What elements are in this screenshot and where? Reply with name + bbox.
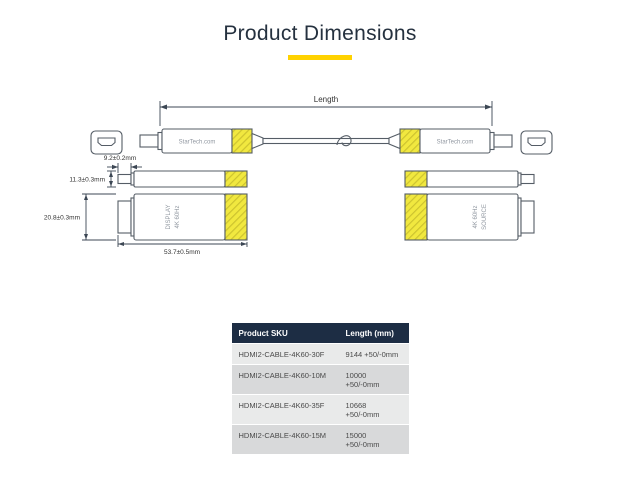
arrow-down-icon bbox=[109, 181, 113, 187]
sku-cell: HDMI2-CABLE-4K60-10M bbox=[238, 371, 327, 380]
tip-length-label: 9.2±0.2mm bbox=[104, 155, 136, 162]
left-yellow-band bbox=[231, 128, 253, 154]
table-row: HDMI2-CABLE-4K60-10M 10000 +50/-0mm bbox=[231, 365, 409, 394]
dimensions-diagram: Length StarTech.com StarTech.com bbox=[44, 95, 553, 256]
hdmi-port-icon bbox=[527, 137, 546, 147]
length-label: Length bbox=[314, 95, 338, 104]
right-side-profile bbox=[404, 170, 535, 188]
right-strain-relief bbox=[388, 132, 401, 150]
left-top-view bbox=[117, 193, 248, 241]
body-height-label: 11.3±0.3mm bbox=[69, 177, 105, 184]
arrow-left-icon bbox=[131, 164, 137, 170]
arrow-right-icon bbox=[485, 104, 492, 110]
yellow-band bbox=[224, 193, 248, 241]
yellow-band bbox=[404, 193, 428, 241]
sku-cell: HDMI2-CABLE-4K60-30F bbox=[238, 350, 325, 359]
table-row: HDMI2-CABLE-4K60-15M 15000 +50/-0mm bbox=[231, 425, 409, 454]
right-top-view bbox=[404, 193, 535, 241]
length-cell: 9144 +50/-0mm bbox=[345, 350, 399, 359]
hdmi-port-icon bbox=[97, 137, 116, 147]
table-row: HDMI2-CABLE-4K60-30F 9144 +50/-0mm bbox=[231, 344, 409, 364]
left-side-profile bbox=[117, 170, 248, 188]
title-accent-bar bbox=[288, 55, 352, 60]
plug-tip bbox=[520, 173, 535, 185]
arrow-up-icon bbox=[109, 171, 113, 177]
cable-side-view bbox=[139, 128, 513, 154]
col-header-sku: Product SKU bbox=[238, 329, 288, 338]
arrow-left-icon bbox=[118, 242, 124, 246]
source-sub-label: 4K 60Hz bbox=[473, 205, 479, 228]
arrow-up-icon bbox=[84, 194, 88, 200]
sku-cell: HDMI2-CABLE-4K60-35F bbox=[238, 401, 325, 410]
brand-right-label: StarTech.com bbox=[437, 140, 474, 146]
right-plug-tip bbox=[493, 134, 513, 148]
length-cell: 10000 +50/-0mm bbox=[345, 371, 380, 389]
right-end-view bbox=[520, 130, 553, 155]
logo-swirl-icon bbox=[336, 135, 352, 147]
page-header: Product Dimensions bbox=[0, 0, 640, 60]
display-label: DISPLAY bbox=[166, 205, 172, 230]
length-dimension bbox=[159, 101, 493, 126]
connector-length-dimension bbox=[117, 235, 248, 247]
arrow-left-icon bbox=[160, 104, 167, 110]
body-width-dimension bbox=[82, 193, 116, 241]
length-cell: 10668 +50/-0mm bbox=[345, 401, 380, 419]
plug-tip bbox=[117, 200, 132, 234]
yellow-band bbox=[224, 170, 248, 188]
yellow-band bbox=[404, 170, 428, 188]
plug-tip bbox=[520, 200, 535, 234]
connector-body bbox=[426, 170, 519, 188]
arrow-down-icon bbox=[84, 234, 88, 240]
left-plug-tip bbox=[139, 134, 159, 148]
cable bbox=[262, 137, 390, 145]
connector-body bbox=[133, 170, 226, 188]
connector-length-label: 53.7±0.5mm bbox=[164, 249, 200, 256]
col-header-length: Length (mm) bbox=[345, 329, 394, 338]
table-header-row: Product SKU Length (mm) bbox=[231, 323, 409, 343]
left-plug-step bbox=[157, 131, 163, 151]
tip-length-dimension bbox=[107, 163, 142, 173]
body-width-label: 20.8±0.3mm bbox=[44, 215, 80, 222]
sku-table: Product SKU Length (mm) HDMI2-CABLE-4K60… bbox=[231, 323, 409, 454]
table-row: HDMI2-CABLE-4K60-35F 10668 +50/-0mm bbox=[231, 395, 409, 424]
arrow-right-icon bbox=[241, 242, 247, 246]
display-sub-label: 4K 60Hz bbox=[175, 205, 181, 228]
arrow-right-icon bbox=[112, 164, 118, 170]
brand-left-label: StarTech.com bbox=[179, 140, 216, 146]
plug-tip bbox=[117, 173, 132, 185]
left-strain-relief bbox=[251, 132, 264, 150]
source-label: SOURCE bbox=[482, 204, 488, 230]
left-end-view bbox=[90, 130, 123, 155]
body-height-dimension bbox=[107, 170, 116, 188]
sku-cell: HDMI2-CABLE-4K60-15M bbox=[238, 431, 327, 440]
length-cell: 15000 +50/-0mm bbox=[345, 431, 380, 449]
right-yellow-band bbox=[399, 128, 421, 154]
right-plug-step bbox=[489, 131, 495, 151]
page-title: Product Dimensions bbox=[223, 22, 417, 45]
